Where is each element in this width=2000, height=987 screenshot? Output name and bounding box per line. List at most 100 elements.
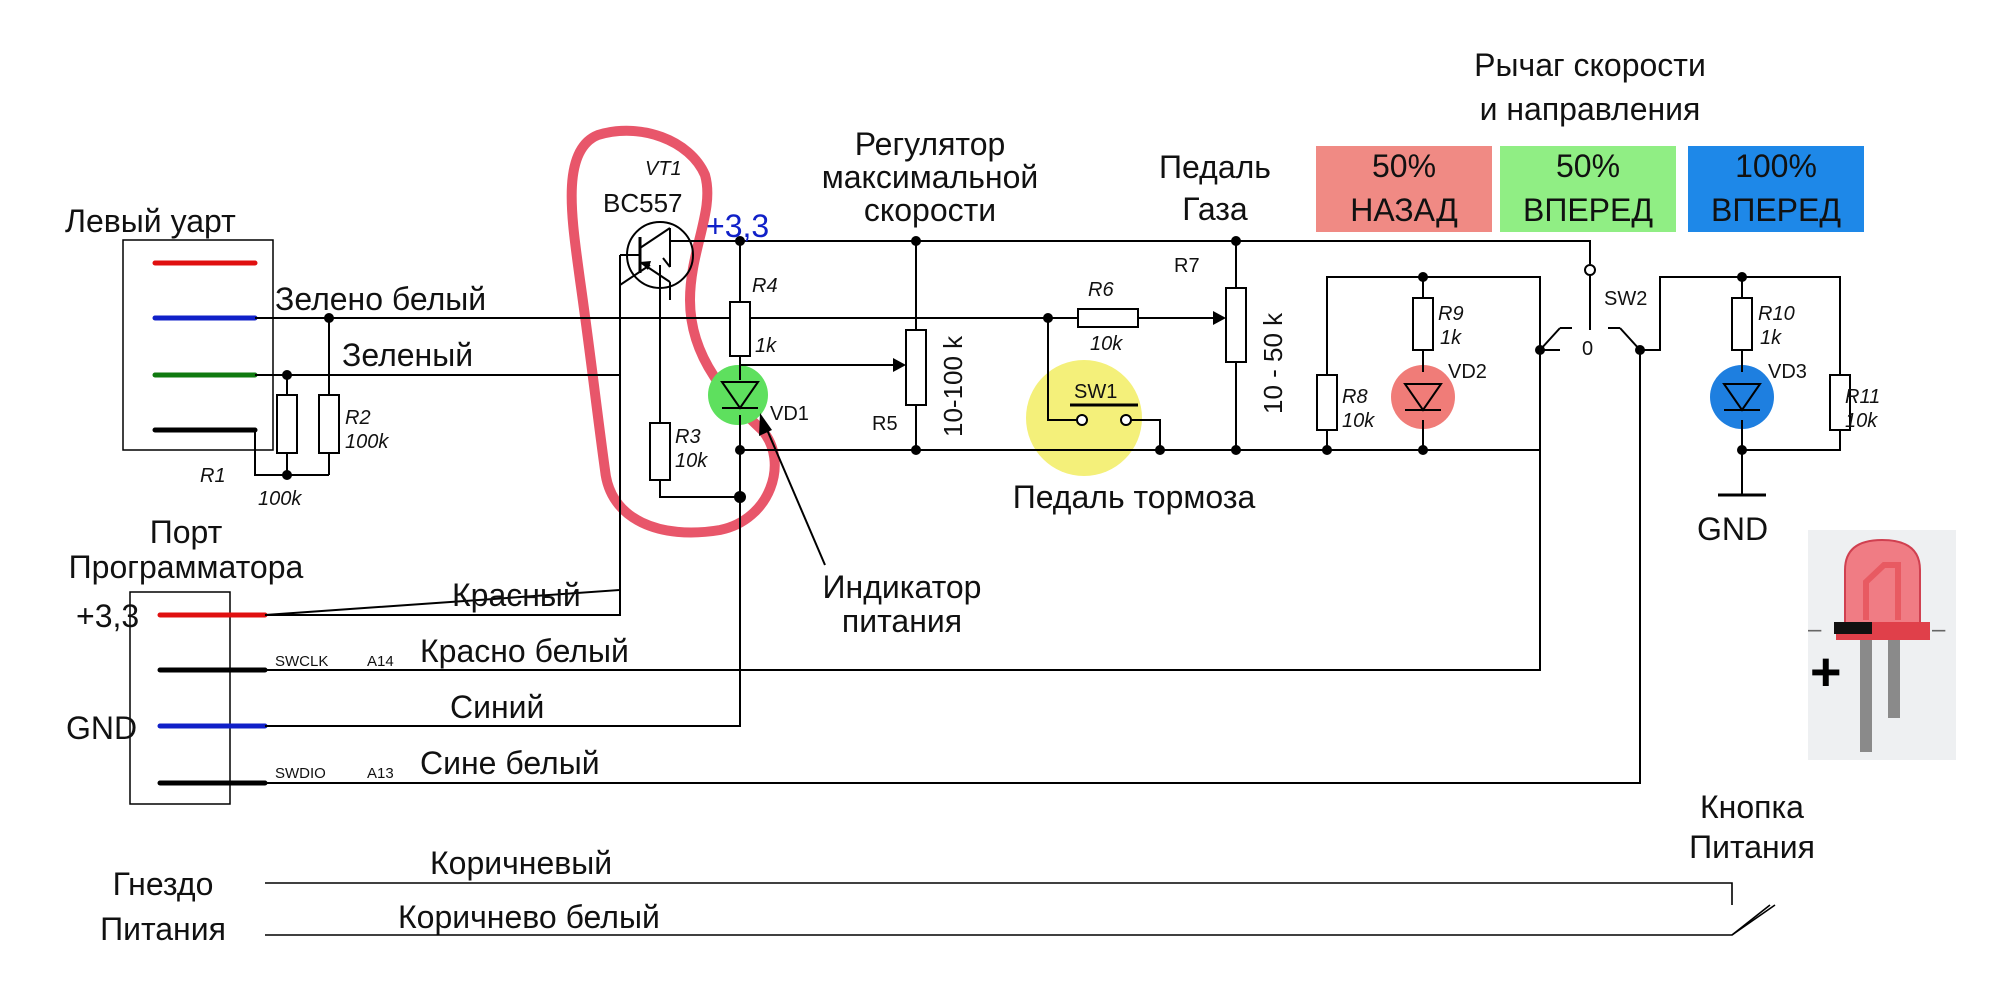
r9-label: R9: [1438, 303, 1464, 325]
vd3-label: VD3: [1768, 361, 1807, 383]
r2-label: R2: [345, 407, 371, 429]
resistor-r6: [1077, 308, 1139, 328]
diode-vd1: [720, 381, 760, 410]
svg-text:ВПЕРЕД: ВПЕРЕД: [1711, 192, 1841, 228]
svg-text:ВПЕРЕД: ВПЕРЕД: [1523, 192, 1653, 228]
vd2-highlight: [1391, 365, 1455, 429]
r2-value: 100k: [345, 431, 389, 453]
wiring: [254, 240, 1841, 936]
r5-wiper-arrow: [893, 358, 906, 372]
programmer-port-connector: [129, 591, 268, 805]
pin-a13: A13: [367, 765, 394, 782]
r5-label: R5: [872, 413, 898, 435]
mode-box-forward-100: 100% ВПЕРЕД: [1688, 146, 1864, 232]
r10-value: 1k: [1760, 327, 1782, 349]
mode-box-back-50: 50% НАЗАД: [1316, 146, 1492, 232]
pin-a14: A14: [367, 653, 394, 670]
max-speed-label-1: Регулятор: [855, 126, 1006, 162]
lever-label-1: Рычаг скорости: [1474, 47, 1706, 83]
r11-label: R11: [1845, 386, 1880, 408]
pin-swclk: SWCLK: [275, 653, 328, 670]
sw1-label: SW1: [1074, 381, 1117, 403]
indicator-label-2: питания: [842, 603, 962, 639]
wire-brown: Коричневый: [430, 845, 612, 881]
gnd-label: GND: [1697, 511, 1768, 547]
potentiometer-r7: [1225, 287, 1247, 363]
brake-label: Педаль тормоза: [1013, 479, 1256, 515]
prog-port-title-2: Программатора: [69, 549, 304, 585]
power-button-label-1: Кнопка: [1700, 789, 1804, 825]
switch-sw1: [1070, 403, 1138, 426]
vd3-highlight: [1710, 365, 1774, 429]
wire-blue: Синий: [450, 689, 544, 725]
power-button-contact: [1731, 904, 1771, 936]
wire-brown-white: Коричнево белый: [398, 899, 660, 935]
resistor-r2: [318, 394, 340, 454]
r3-label: R3: [675, 426, 701, 448]
switch-sw2: [1560, 264, 1620, 330]
resistor-r4: [729, 301, 751, 357]
vt1-highlight-outline: [566, 125, 780, 538]
r6-label: R6: [1088, 279, 1114, 301]
resistor-r3: [649, 422, 671, 481]
indicator-arrow: [759, 413, 826, 566]
led-plus: +: [1810, 642, 1842, 702]
gas-label-1: Педаль: [1159, 149, 1271, 185]
r8-value: 10k: [1342, 410, 1375, 432]
socket-label-2: Питания: [100, 911, 226, 947]
socket-label-1: Гнездо: [113, 866, 214, 902]
resistor-r8: [1316, 374, 1338, 431]
potentiometer-r5: [905, 329, 927, 406]
r7-label: R7: [1174, 255, 1200, 277]
vd1-highlight: [708, 365, 768, 425]
r8-label: R8: [1342, 386, 1368, 408]
sw2-zero: 0: [1582, 338, 1593, 360]
wire-red-white: Красно белый: [420, 633, 629, 669]
r9-value: 1k: [1440, 327, 1462, 349]
gas-label-2: Газа: [1182, 191, 1248, 227]
left-uart-title: Левый уарт: [65, 203, 236, 239]
led-minus-left: –: [1808, 616, 1822, 643]
r1-label: R1: [200, 465, 226, 487]
resistor-r10: [1731, 297, 1753, 351]
power-button-label-2: Питания: [1689, 829, 1815, 865]
max-speed-label-3: скорости: [864, 192, 996, 228]
vt1-label: VT1: [645, 158, 682, 180]
prog-pin-plus: +3,3: [76, 598, 139, 634]
r7-value: 10 - 50 k: [1258, 312, 1288, 414]
wire-green-white: Зелено белый: [275, 281, 486, 317]
led-minus-right: –: [1932, 616, 1946, 643]
indicator-label-1: Индикатор: [823, 569, 982, 605]
prog-pin-gnd: GND: [66, 710, 137, 746]
sw2-label: SW2: [1604, 288, 1647, 310]
diode-vd3: [1722, 383, 1762, 412]
resistor-r9: [1412, 297, 1434, 351]
diode-vd2: [1403, 383, 1443, 412]
r10-label: R10: [1758, 303, 1795, 325]
max-speed-label-2: максимальной: [822, 159, 1039, 195]
wire-green: Зеленый: [342, 337, 473, 373]
transistor-vt1: [619, 221, 694, 590]
resistor-r11: [1829, 374, 1851, 431]
svg-text:50%: 50%: [1556, 148, 1620, 184]
vd2-label: VD2: [1448, 361, 1487, 383]
junction-dots: [282, 236, 1747, 503]
left-uart-connector: [122, 239, 274, 451]
pin-swdio: SWDIO: [275, 765, 326, 782]
wire-red: Красный: [452, 577, 581, 613]
svg-text:50%: 50%: [1372, 148, 1436, 184]
mode-box-forward-50: 50% ВПЕРЕД: [1500, 146, 1676, 232]
svg-text:НАЗАД: НАЗАД: [1350, 192, 1458, 228]
supply-label: +3,3: [706, 208, 769, 244]
lever-label-2: и направления: [1480, 91, 1701, 127]
r1-value: 100k: [258, 488, 302, 510]
r5-value: 10-100 k: [938, 335, 968, 437]
bc557-label: BC557: [603, 188, 683, 218]
r3-value: 10k: [675, 450, 708, 472]
r6-value: 10k: [1090, 333, 1123, 355]
resistor-r1: [276, 394, 298, 454]
r4-value: 1k: [755, 335, 777, 357]
svg-text:100%: 100%: [1735, 148, 1817, 184]
r4-label: R4: [752, 275, 778, 297]
